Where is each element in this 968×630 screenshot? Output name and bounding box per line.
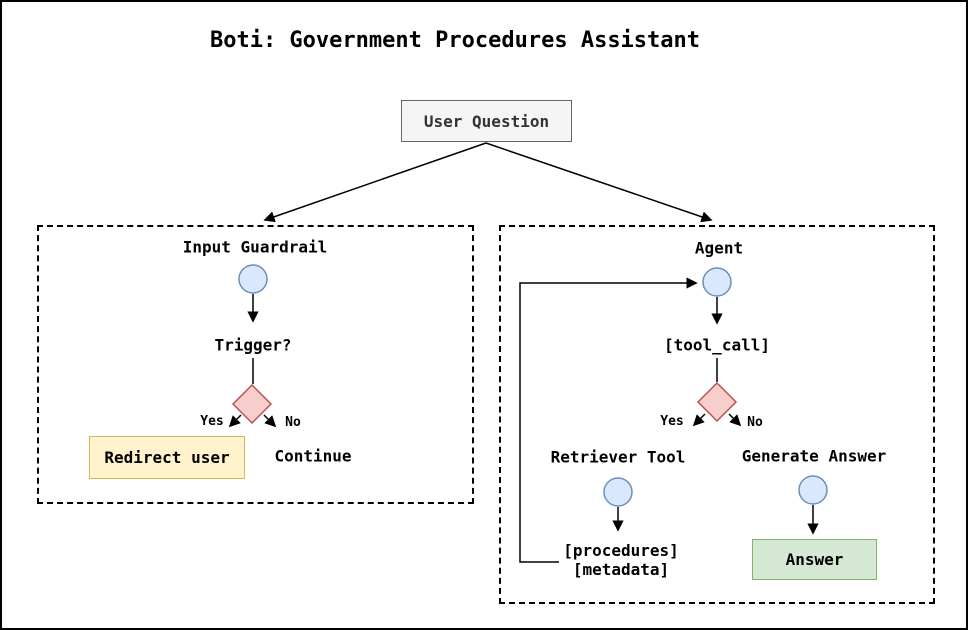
agent-start-node xyxy=(702,267,732,297)
tool-call-label: [tool_call] xyxy=(664,335,770,355)
agent-yes-label: Yes xyxy=(660,414,684,430)
continue-label: Continue xyxy=(274,446,352,466)
redirect-user-box: Redirect user xyxy=(89,436,245,479)
arrow-guardrail-no xyxy=(263,414,277,428)
user-question-box: User Question xyxy=(401,100,572,142)
arrow-loop-retriever-to-agent xyxy=(519,277,698,563)
trigger-label: Trigger? xyxy=(214,335,292,355)
agent-title: Agent xyxy=(694,238,744,258)
arrow-guardrail-yes xyxy=(228,414,242,428)
generate-answer-label: Generate Answer xyxy=(741,446,887,466)
answer-box: Answer xyxy=(752,539,877,580)
input-guardrail-frame xyxy=(37,225,474,504)
guardrail-start-node xyxy=(238,264,268,294)
input-guardrail-title: Input Guardrail xyxy=(182,237,328,257)
guardrail-yes-label: Yes xyxy=(200,414,224,430)
retriever-tool-label: Retriever Tool xyxy=(550,447,686,467)
procedures-label: [procedures] xyxy=(563,540,679,560)
arrow-question-to-guardrail xyxy=(263,142,487,223)
arrow-agent-no xyxy=(728,413,742,427)
agent-frame xyxy=(499,225,935,604)
arrow-question-to-agent xyxy=(485,142,713,223)
retriever-node xyxy=(603,477,633,507)
metadata-label: [metadata] xyxy=(572,560,670,579)
agent-decision-diamond xyxy=(696,381,738,423)
guardrail-decision-diamond xyxy=(231,383,273,425)
guardrail-no-label: No xyxy=(285,415,301,431)
arrow-agent-yes xyxy=(692,413,706,427)
generate-node xyxy=(798,475,828,505)
diagram-title: Boti: Government Procedures Assistant xyxy=(209,27,701,53)
retriever-output-label: [procedures] [metadata] xyxy=(563,541,679,579)
agent-no-label: No xyxy=(747,415,763,431)
